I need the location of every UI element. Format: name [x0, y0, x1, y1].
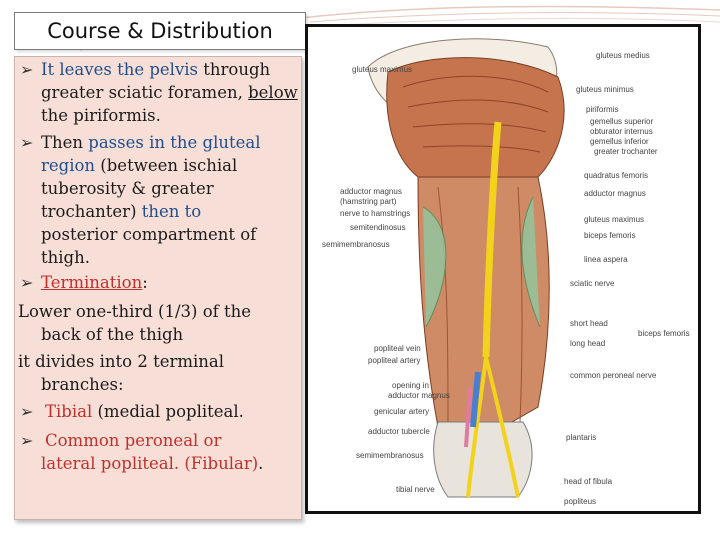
figure-label: popliteus: [564, 497, 597, 506]
figure-label: (hamstring part): [340, 197, 397, 206]
figure-label: quadratus femoris: [584, 171, 649, 180]
thigh-posterior-illustration: [367, 38, 565, 498]
figure-label: gluteus maximus: [584, 215, 645, 224]
figure-label: gluteus minimus: [576, 85, 634, 94]
arrow-bullet-icon: ➢: [20, 60, 34, 79]
slide-title: Course & Distribution: [14, 12, 306, 50]
figure-label: linea aspera: [584, 255, 628, 264]
bullet-2-line-5: posterior compartment of: [41, 225, 257, 244]
figure-label: adductor tubercle: [368, 427, 430, 436]
divides-line-1: it divides into 2 terminal: [18, 352, 225, 371]
figure-label: tibial nerve: [396, 485, 435, 494]
figure-label: biceps femoris: [638, 329, 690, 338]
figure-label: nerve to hamstrings: [340, 209, 411, 218]
figure-label: obturator internus: [590, 127, 653, 136]
figure-label: semimembranosus: [322, 240, 390, 249]
figure-label: head of fibula: [564, 477, 613, 486]
lower-third-line-2: back of the thigh: [41, 325, 184, 344]
figure-label: opening in: [392, 381, 429, 390]
common-peroneal-line-1: Common peroneal or: [45, 431, 222, 450]
figure-label: adductor magnus: [388, 391, 450, 400]
figure-label: plantaris: [566, 433, 597, 442]
bullet-1-line-1: It leaves the pelvis through: [41, 60, 271, 79]
bullet-2-line-1: Then passes in the gluteal: [41, 133, 261, 152]
figure-label: piriformis: [586, 105, 619, 114]
figure-label: short head: [570, 319, 608, 328]
figure-label: gemellus superior: [590, 117, 654, 126]
bullet-2-line-2: region (between ischial: [41, 156, 238, 175]
below-underlined: below: [248, 83, 298, 102]
bullet-2-line-4: trochanter) then to: [41, 202, 202, 221]
anatomy-figure: gluteus maximus adductor magnus (hamstri…: [305, 24, 701, 514]
figure-label: sciatic nerve: [570, 279, 615, 288]
arrow-bullet-icon: ➢: [20, 273, 34, 292]
bullet-1-line-2: greater sciatic foramen, below: [41, 83, 298, 102]
figure-label: semimembranosus: [356, 451, 424, 460]
figure-label: semitendinosus: [350, 223, 406, 232]
figure-label: long head: [570, 339, 606, 348]
bullet-2-line-3: tuberosity & greater: [41, 179, 214, 198]
figure-label: gluteus medius: [596, 51, 650, 60]
figure-label: adductor magnus: [584, 189, 646, 198]
arrow-bullet-icon: ➢: [20, 133, 34, 152]
figure-label: common peroneal nerve: [570, 371, 657, 380]
arrow-bullet-icon: ➢: [20, 431, 34, 450]
figure-label: popliteal vein: [374, 344, 421, 353]
common-peroneal-line-2: lateral popliteal. (Fibular).: [41, 454, 264, 473]
figure-label: adductor magnus: [340, 187, 402, 196]
tibial-branch: Tibial (medial popliteal.: [45, 402, 244, 421]
figure-label: gemellus inferior: [590, 137, 649, 146]
figure-label: biceps femoris: [584, 231, 636, 240]
arrow-bullet-icon: ➢: [20, 402, 34, 421]
text-panel: [14, 56, 302, 520]
figure-label: genicular artery: [374, 407, 430, 416]
bullet-1-line-3: the piriformis.: [41, 106, 161, 125]
termination-heading: Termination:: [41, 273, 148, 292]
lower-third-line-1: Lower one-third (1/3) of the: [18, 302, 252, 321]
figure-label: popliteal artery: [368, 356, 421, 365]
divides-line-2: branches:: [41, 375, 124, 394]
figure-label: greater trochanter: [594, 147, 658, 156]
figure-label: gluteus maximus: [352, 65, 413, 74]
bullet-2-line-6: thigh.: [41, 248, 90, 267]
bullet-1-highlight: It leaves the pelvis: [41, 60, 199, 79]
